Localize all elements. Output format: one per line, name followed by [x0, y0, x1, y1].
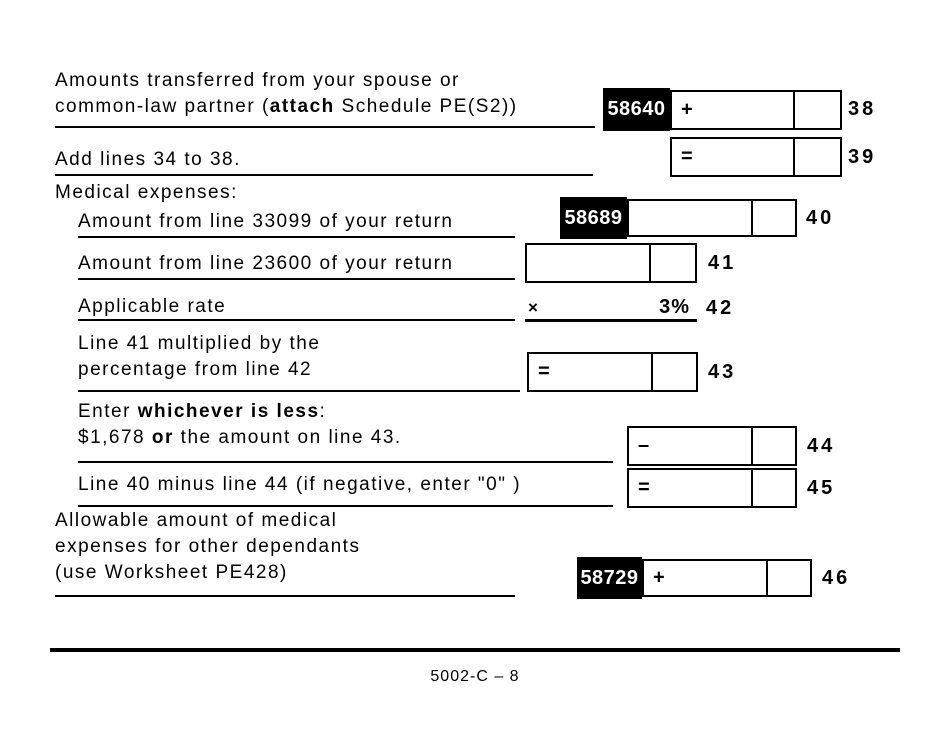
- line42-rate-value: 3%: [659, 296, 690, 318]
- line38-cents-box[interactable]: [793, 92, 840, 128]
- line46-label-underline: [55, 595, 515, 597]
- line40-label: Amount from line 33099 of your return: [78, 211, 454, 232]
- line39-cents-box[interactable]: [793, 139, 840, 175]
- footer-page-label: 5002-C – 8: [430, 668, 520, 685]
- footer-divider: [50, 648, 900, 652]
- line46-cents-box[interactable]: [766, 561, 810, 595]
- line39-equals-operator: =: [681, 145, 693, 168]
- line39-label: Add lines 34 to 38.: [55, 149, 241, 170]
- line45-number: 45: [807, 477, 836, 499]
- line39-amount-box[interactable]: =: [670, 137, 842, 177]
- line46-field-code: 58729: [577, 557, 642, 599]
- line44-cents-box[interactable]: [751, 428, 795, 464]
- line45-label: Line 40 minus line 44 (if negative, ente…: [78, 474, 522, 495]
- line43-label: Line 41 multiplied by the percentage fro…: [78, 333, 321, 380]
- line45-label-underline: [78, 505, 613, 507]
- line38-amount-box[interactable]: +: [670, 90, 842, 130]
- line44-label: Enter whichever is less: $1,678 or the a…: [78, 401, 402, 448]
- line38-field-code: 58640: [603, 88, 670, 131]
- line42-number: 42: [706, 297, 735, 319]
- line38-plus-operator: +: [681, 98, 693, 121]
- line42-rate-underline: [525, 319, 697, 322]
- line42-label: Applicable rate: [78, 296, 227, 317]
- line43-equals-operator: =: [538, 360, 550, 383]
- line43-number: 43: [708, 361, 737, 383]
- line46-plus-operator: +: [653, 566, 665, 589]
- line39-number: 39: [848, 146, 877, 168]
- line40-field-code: 58689: [560, 197, 627, 239]
- line41-number: 41: [708, 252, 737, 274]
- line40-label-underline: [78, 236, 515, 238]
- line40-amount-box[interactable]: [627, 199, 797, 237]
- line38-number: 38: [848, 98, 877, 120]
- line44-amount-box[interactable]: –: [627, 426, 797, 466]
- line38-label-underline: [55, 126, 595, 128]
- line43-cents-box[interactable]: [651, 354, 696, 390]
- line40-number: 40: [806, 207, 835, 229]
- line44-label-underline: [78, 461, 613, 463]
- line45-equals-operator: =: [638, 476, 650, 499]
- line41-cents-box[interactable]: [649, 245, 695, 281]
- line41-amount-box[interactable]: [525, 243, 697, 283]
- line44-minus-operator: –: [638, 434, 650, 457]
- line41-label: Amount from line 23600 of your return: [78, 253, 454, 274]
- line45-cents-box[interactable]: [751, 470, 795, 506]
- medical-expenses-heading: Medical expenses:: [55, 182, 238, 203]
- line46-label: Allowable amount of medical expenses for…: [55, 510, 361, 583]
- line43-amount-box[interactable]: =: [527, 352, 698, 392]
- line40-cents-box[interactable]: [751, 201, 795, 235]
- line45-amount-box[interactable]: =: [627, 468, 797, 508]
- line42-label-underline: [78, 319, 515, 321]
- line46-amount-box[interactable]: +: [642, 559, 812, 597]
- line39-label-underline: [55, 174, 593, 176]
- line38-label: Amounts transferred from your spouse or …: [55, 70, 518, 117]
- line42-multiply-operator: ×: [528, 298, 538, 317]
- line41-label-underline: [78, 278, 515, 280]
- line44-number: 44: [807, 435, 836, 457]
- line43-label-underline: [78, 390, 520, 392]
- line46-number: 46: [822, 567, 851, 589]
